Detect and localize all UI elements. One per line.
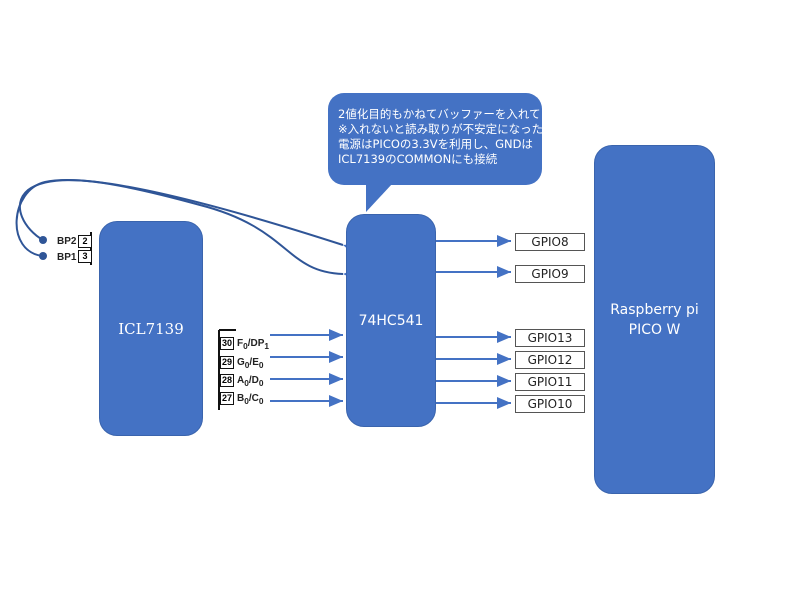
callout-line: ※入れないと読み取りが不安定になった — [338, 122, 544, 136]
callout-line: 電源はPICOの3.3Vを利用し、GNDは — [338, 137, 533, 151]
wire-bp2 — [18, 179, 358, 281]
bp1-label: BP1 — [57, 252, 77, 263]
gpio9-label: GPIO9 — [515, 265, 585, 283]
pin-label: G0/E0 — [237, 357, 264, 370]
pin-number: 28 — [220, 374, 234, 387]
gpio11-label: GPIO11 — [515, 373, 585, 391]
icl7139-block: ICL7139 — [99, 221, 203, 436]
pin-number: 30 — [220, 337, 234, 350]
callout-tail — [366, 184, 392, 212]
pin-number: 29 — [220, 356, 234, 369]
gpio12-label: GPIO12 — [515, 351, 585, 369]
bp2-label: BP2 — [57, 236, 77, 247]
pin-label: F0/DP1 — [237, 338, 270, 351]
gpio8-label: GPIO8 — [515, 233, 585, 251]
icl7139-label: ICL7139 — [118, 319, 184, 338]
callout-note: 2値化目的もかねてバッファーを入れている。 ※入れないと読み取りが不安定になった… — [328, 93, 575, 185]
bp2-pin-number: 2 — [78, 235, 92, 248]
pico-block: Raspberry pi PICO W — [594, 145, 715, 494]
pin-number: 27 — [220, 392, 234, 405]
pin-label: A0/D0 — [237, 375, 264, 388]
gpio10-label: GPIO10 — [515, 395, 585, 413]
callout-line: ICL7139のCOMMONにも接続 — [338, 152, 498, 166]
callout-line: 2値化目的もかねてバッファーを入れている。 — [338, 107, 575, 121]
74hc541-block: 74HC541 — [346, 214, 436, 427]
gpio13-label: GPIO13 — [515, 329, 585, 347]
pico-label-2: PICO W — [628, 321, 681, 338]
74hc541-label: 74HC541 — [358, 312, 424, 329]
pico-label-1: Raspberry pi — [610, 301, 699, 318]
pin-label: B0/C0 — [237, 393, 264, 406]
bp1-pin-number: 3 — [78, 250, 92, 263]
